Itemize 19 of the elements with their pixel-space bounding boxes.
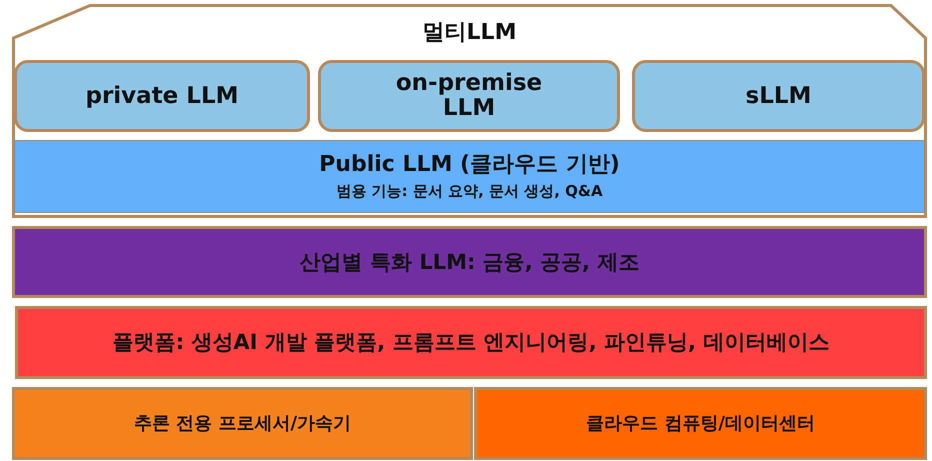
rounded-box xyxy=(318,60,620,132)
box-label: 클라우드 컴퓨팅/데이터센터 xyxy=(586,412,815,436)
layer-band xyxy=(474,387,927,460)
rounded-box xyxy=(14,60,310,132)
box-label: 플랫폼: 생성AI 개발 플랫폼, 프롬프트 엔지니어링, 파인튜닝, 데이터베이스 xyxy=(112,330,830,355)
box-label: 추론 전용 프로세서/가속기 xyxy=(134,412,352,436)
box-label: Public LLM (클라우드 기반) xyxy=(319,152,620,177)
layer-band xyxy=(15,306,927,379)
box-label: sLLM xyxy=(744,84,812,108)
box-description: 범용 기능: 문서 요약, 문서 생성, Q&A xyxy=(336,181,603,201)
group-panel xyxy=(12,4,927,218)
rounded-box xyxy=(632,60,925,132)
box-label: private LLM xyxy=(84,84,240,108)
layer-band xyxy=(12,226,927,298)
layer-band xyxy=(14,140,925,213)
box-label: 멀티LLM xyxy=(422,20,516,45)
box-label: on-premise LLM xyxy=(394,71,544,121)
layer-band xyxy=(12,387,473,460)
box-label: 산업별 특화 LLM: 금융, 공공, 제조 xyxy=(300,250,640,274)
